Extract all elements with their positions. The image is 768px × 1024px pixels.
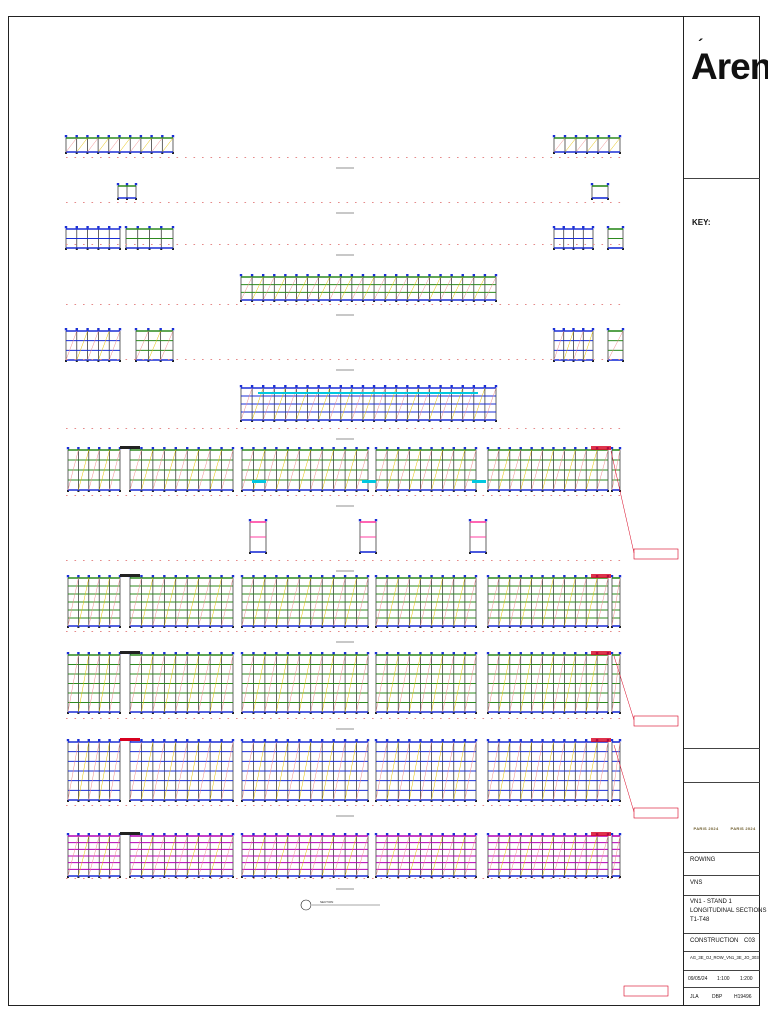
drawing-title-line-3: T1-T48 xyxy=(690,917,710,923)
section-elevation xyxy=(66,446,622,507)
section-symbol-label: SECTION xyxy=(320,900,333,904)
longitudinal-sections-drawing: SECTION xyxy=(64,135,679,997)
title-block-divider xyxy=(684,987,760,988)
paris-2024-olympic-label: PARIS 2024 xyxy=(693,826,719,831)
section-elevation xyxy=(64,328,625,371)
section-elevation xyxy=(66,274,621,316)
section-elevation xyxy=(66,385,621,440)
drawing-title-line-2: LONGITUDINAL SECTIONS xyxy=(690,908,767,914)
section-elevation xyxy=(66,519,621,572)
section-symbol: SECTION xyxy=(300,899,380,911)
section-elevation xyxy=(66,183,621,214)
drawing-sheet-border xyxy=(8,16,760,1006)
section-elevation xyxy=(66,832,622,890)
logo-accent-icon: ´ xyxy=(698,37,703,54)
paris-2024-paralympic-label: PARIS 2024 xyxy=(730,826,756,831)
red-callout xyxy=(610,450,679,560)
title-block-divider xyxy=(684,933,760,934)
title-block-divider xyxy=(684,970,760,971)
title-block-divider xyxy=(684,875,760,876)
drawing-title-line-1: VN1 - STAND 1 xyxy=(690,899,732,905)
project-name: ROWING xyxy=(690,857,716,863)
title-block-divider xyxy=(684,852,760,853)
revision-value: C03 xyxy=(744,938,756,944)
checked-by: DBP xyxy=(712,994,723,1000)
title-block-divider xyxy=(684,178,760,179)
red-callout xyxy=(613,655,679,727)
section-elevation xyxy=(66,738,622,817)
venue-name: VNS xyxy=(690,880,703,886)
red-callout xyxy=(623,985,669,997)
issue-date: 09/05/24 xyxy=(688,976,708,982)
section-elevation xyxy=(64,135,622,169)
section-elevation xyxy=(66,651,622,730)
company-logo: ´ Arena xyxy=(691,38,768,86)
scale-primary: 1:100 xyxy=(717,976,730,982)
company-name: Arena xyxy=(691,46,768,87)
scale-secondary: 1:200 xyxy=(740,976,753,982)
status-label: CONSTRUCTION xyxy=(690,938,739,944)
drawing-number: AG_3E_OJ_ROW_VN1_3E_JO_303 xyxy=(690,955,759,960)
title-block-divider xyxy=(684,895,760,896)
drawn-by: JLA xyxy=(690,994,699,1000)
section-elevation xyxy=(66,574,622,643)
section-elevation xyxy=(64,226,625,256)
title-block-divider xyxy=(684,951,760,952)
revision-table-top xyxy=(684,748,760,749)
job-number: H19496 xyxy=(734,994,752,1000)
title-block-panel xyxy=(683,16,760,1006)
red-callout xyxy=(613,744,679,819)
revision-table-bottom xyxy=(684,782,760,783)
key-title: KEY: xyxy=(692,218,711,227)
